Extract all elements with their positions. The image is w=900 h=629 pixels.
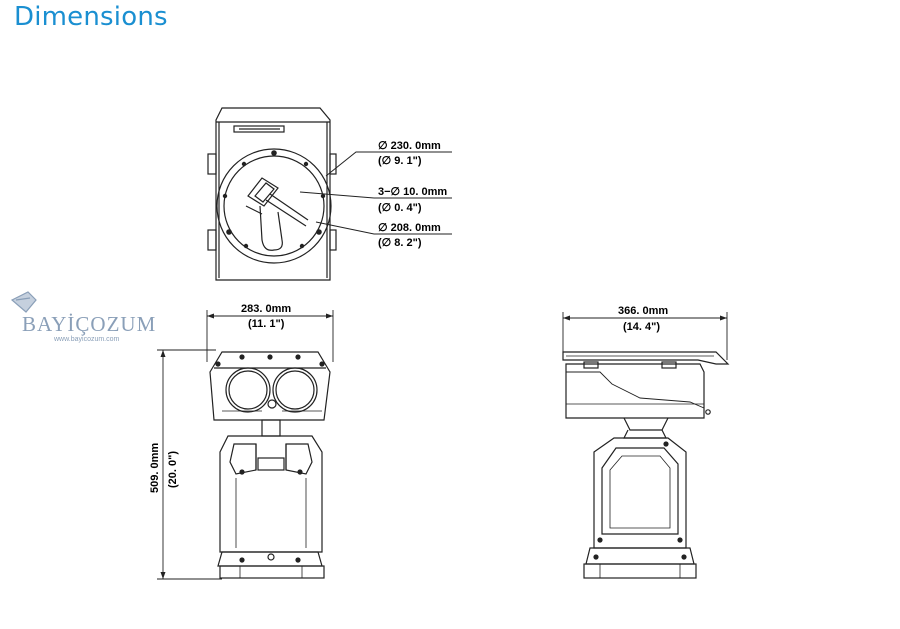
watermark: BAYİÇOZUM www.bayicozum.com xyxy=(10,291,156,343)
callout-housing-diameter-mm: ∅ 230. 0mm xyxy=(378,140,441,152)
side-width-in: (14. 4") xyxy=(623,321,660,333)
watermark-logo-icon xyxy=(10,291,37,313)
callout-bolt-circle-in: (∅ 8. 2") xyxy=(378,237,422,249)
watermark-url: www.bayicozum.com xyxy=(53,336,120,343)
front-view: 283. 0mm (11. 1") 509. 0mm (20. 0") xyxy=(149,303,334,580)
top-view: ∅ 230. 0mm (∅ 9. 1") 3−∅ 10. 0mm (∅ 0. 4… xyxy=(207,107,452,281)
watermark-brand: BAYİÇOZUM xyxy=(22,312,156,336)
callout-hole-diameter-in: (∅ 0. 4") xyxy=(378,202,422,214)
callout-hole-diameter-mm: 3−∅ 10. 0mm xyxy=(378,186,447,198)
front-height-in: (20. 0") xyxy=(167,451,179,488)
callout-bolt-circle-mm: ∅ 208. 0mm xyxy=(378,222,441,234)
page-title: Dimensions xyxy=(14,2,168,32)
front-width-mm: 283. 0mm xyxy=(241,303,291,315)
front-height-mm: 509. 0mm xyxy=(149,443,161,493)
side-width-mm: 366. 0mm xyxy=(618,305,668,317)
side-view: 366. 0mm (14. 4") xyxy=(562,305,730,579)
callout-housing-diameter-in: (∅ 9. 1") xyxy=(378,155,422,167)
front-width-in: (11. 1") xyxy=(248,318,285,330)
